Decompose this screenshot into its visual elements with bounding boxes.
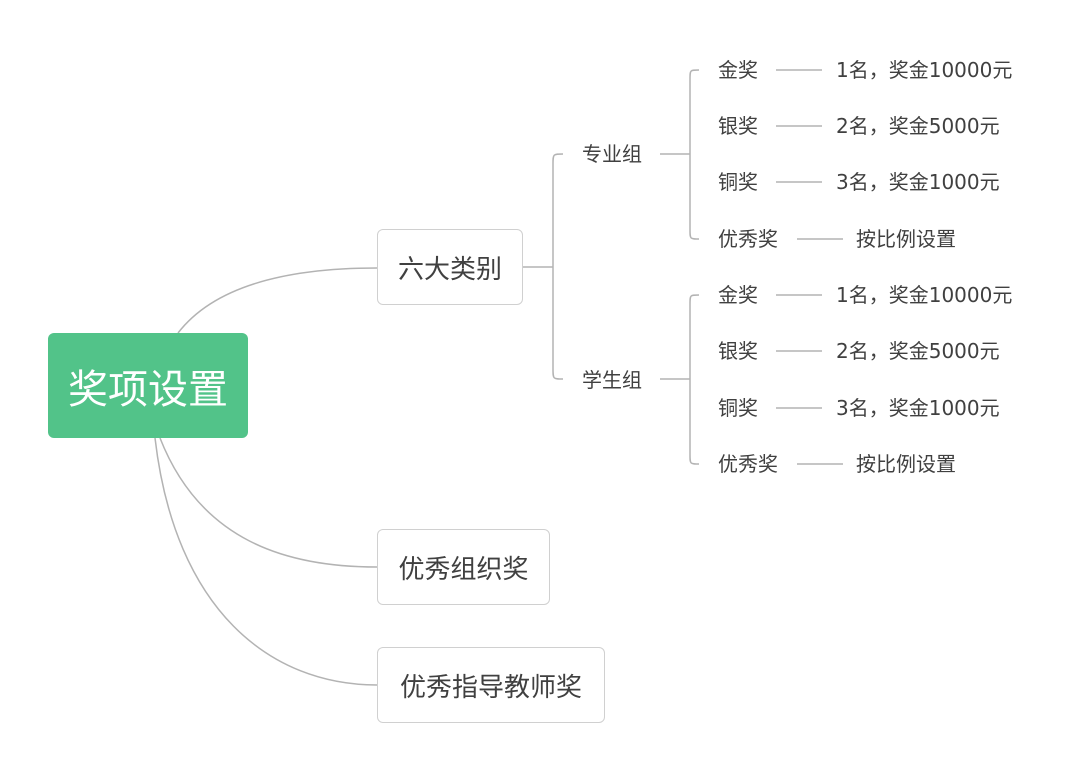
award-detail[interactable]: 3名，奖金1000元 xyxy=(836,396,1000,420)
connector-awards-bracket-2 xyxy=(689,294,700,465)
branch-label: 六大类别 xyxy=(397,254,502,285)
award-name[interactable]: 优秀奖 xyxy=(718,452,778,476)
award-name[interactable]: 金奖 xyxy=(718,58,758,82)
award-detail[interactable]: 按比例设置 xyxy=(856,227,956,251)
group-student[interactable]: 学生组 xyxy=(582,368,642,392)
award-name[interactable]: 银奖 xyxy=(718,114,758,138)
award-name[interactable]: 金奖 xyxy=(718,283,758,307)
branch-label: 优秀指导教师奖 xyxy=(399,672,582,703)
award-detail[interactable]: 2名，奖金5000元 xyxy=(836,114,1000,138)
group-professional[interactable]: 专业组 xyxy=(582,142,642,166)
connector-groups-bracket xyxy=(552,153,564,380)
award-name[interactable]: 铜奖 xyxy=(718,170,758,194)
connector-root-to-categories xyxy=(177,267,378,334)
award-name[interactable]: 铜奖 xyxy=(718,396,758,420)
group-label: 专业组 xyxy=(582,142,642,166)
award-detail[interactable]: 3名，奖金1000元 xyxy=(836,170,1000,194)
award-name[interactable]: 优秀奖 xyxy=(718,227,778,251)
branch-label: 优秀组织奖 xyxy=(398,554,529,585)
award-name[interactable]: 银奖 xyxy=(718,339,758,363)
connector-root-to-organization xyxy=(159,437,378,568)
award-detail[interactable]: 按比例设置 xyxy=(856,452,956,476)
award-detail[interactable]: 2名，奖金5000元 xyxy=(836,339,1000,363)
award-detail[interactable]: 1名，奖金10000元 xyxy=(836,58,1013,82)
group-label: 学生组 xyxy=(582,368,642,392)
branch-excellent-organization[interactable]: 优秀组织奖 xyxy=(377,529,550,605)
root-label: 奖项设置 xyxy=(68,366,228,413)
award-detail[interactable]: 1名，奖金10000元 xyxy=(836,283,1013,307)
connector-awards-bracket-1 xyxy=(689,69,700,240)
connector-root-to-instructor xyxy=(154,437,378,686)
root-node[interactable]: 奖项设置 xyxy=(48,333,248,438)
branch-excellent-instructor[interactable]: 优秀指导教师奖 xyxy=(377,647,605,723)
connector-lines xyxy=(154,69,843,686)
branch-six-categories[interactable]: 六大类别 xyxy=(377,229,523,305)
